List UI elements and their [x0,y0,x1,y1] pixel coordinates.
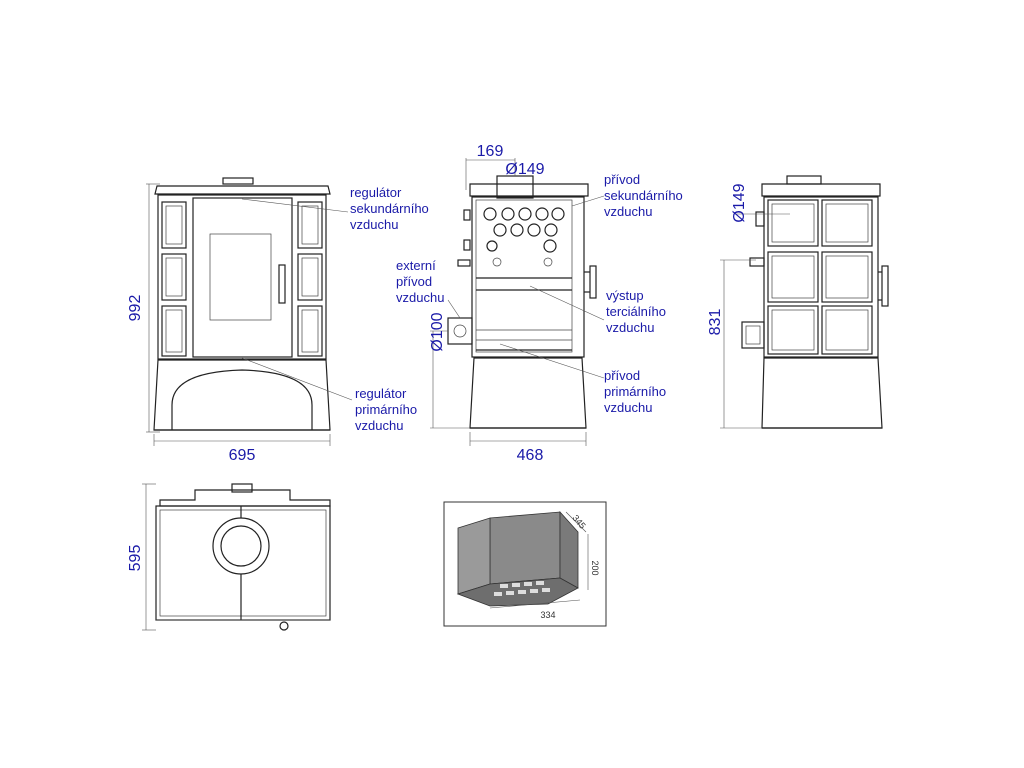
top-view [155,483,331,631]
front-view [153,177,331,431]
label-secondary-inlet: přívod sekundárního vzduchu [604,172,686,219]
front-height-value: 992 [127,295,144,322]
ext-air-diameter-value: Ø100 [429,312,446,351]
label-external-air: externí přívod vzduchu [396,258,444,305]
label-secondary-regulator: regulátor sekundárního vzduchu [350,185,432,232]
top-depth-value: 595 [127,545,144,572]
label-primary-regulator: regulátor primárního vzduchu [355,386,421,433]
label-tertiary-outlet: výstup terciálního vzduchu [606,288,670,335]
side-width-value: 468 [517,447,544,464]
top-dimensions: 595 [127,483,156,631]
label-primary-inlet: přívod primárního vzduchu [604,368,670,415]
front-width-value: 695 [229,447,256,464]
side-flue-diameter-value: Ø149 [505,161,544,178]
back-flue-diameter-value: Ø149 [731,183,748,222]
side-dimensions: 169 Ø149 468 Ø100 [429,143,605,464]
side-offset-value: 169 [477,143,504,160]
back-dimensions: Ø149 831 [707,183,790,429]
firebox-panel: 345 200 334 [443,501,607,627]
back-height-value: 831 [707,309,724,336]
box-width-value: 334 [540,610,555,620]
side-view [447,175,597,429]
box-height-value: 200 [590,560,600,575]
front-dimensions: 992 695 [127,183,353,464]
back-view [741,175,889,429]
